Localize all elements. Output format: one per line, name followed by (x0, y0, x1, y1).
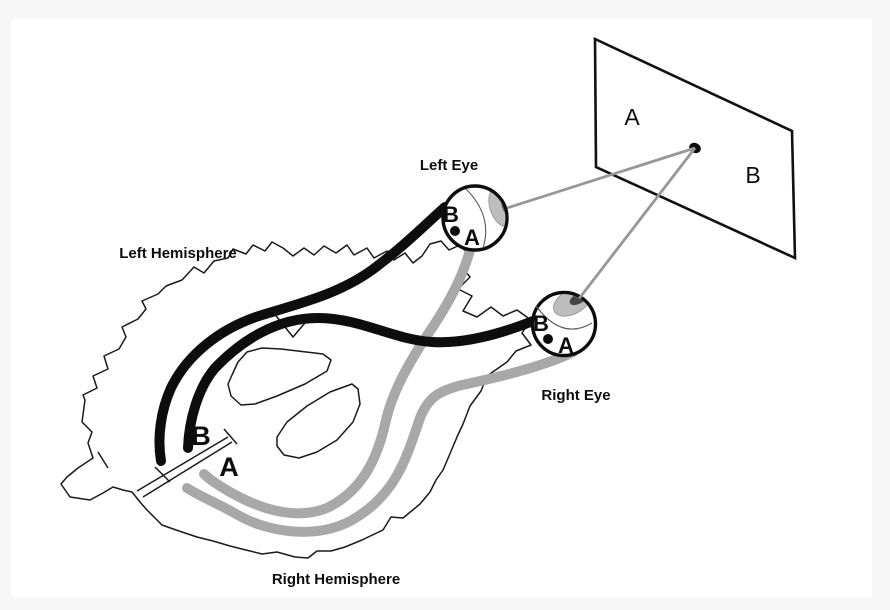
optic-pathway-right-eye-gray (182, 347, 578, 537)
left-eye: B A (441, 184, 509, 252)
right-eye-label-a: A (558, 333, 574, 358)
left-eye-lens-line (465, 188, 487, 249)
screen-label-a: A (624, 104, 640, 130)
right-eye-label-b: B (533, 311, 549, 336)
right-eye-caption: Right Eye (541, 387, 610, 404)
cortex-label-b: B (191, 421, 211, 451)
left-eye-label-b: B (443, 202, 459, 227)
brain-outline (60, 240, 532, 559)
left-eye-retina-point (450, 226, 460, 236)
ventricle-upper-shape (227, 347, 332, 406)
sight-line-to-left-eye (506, 146, 696, 210)
optic-pathway-left-eye-black (154, 202, 450, 466)
right-eye-retina-point (543, 334, 553, 344)
left-eye-label-a: A (464, 225, 480, 250)
optic-pathway-left-eye-gray (199, 245, 475, 519)
interhemispheric-slit (136, 428, 238, 498)
left-hemisphere-caption: Left Hemisphere (119, 245, 237, 262)
screen-label-b: B (745, 162, 760, 188)
left-eye-caption: Left Eye (420, 157, 478, 174)
sulcus-detail-tick (97, 451, 109, 469)
ventricle-lower-shape (276, 383, 361, 459)
optic-pathway-right-eye-black (183, 312, 538, 453)
cortex-label-a: A (219, 452, 239, 482)
right-hemisphere-caption: Right Hemisphere (272, 571, 400, 588)
sight-line-to-right-eye (576, 147, 697, 301)
right-eye-lens-line (535, 305, 593, 330)
